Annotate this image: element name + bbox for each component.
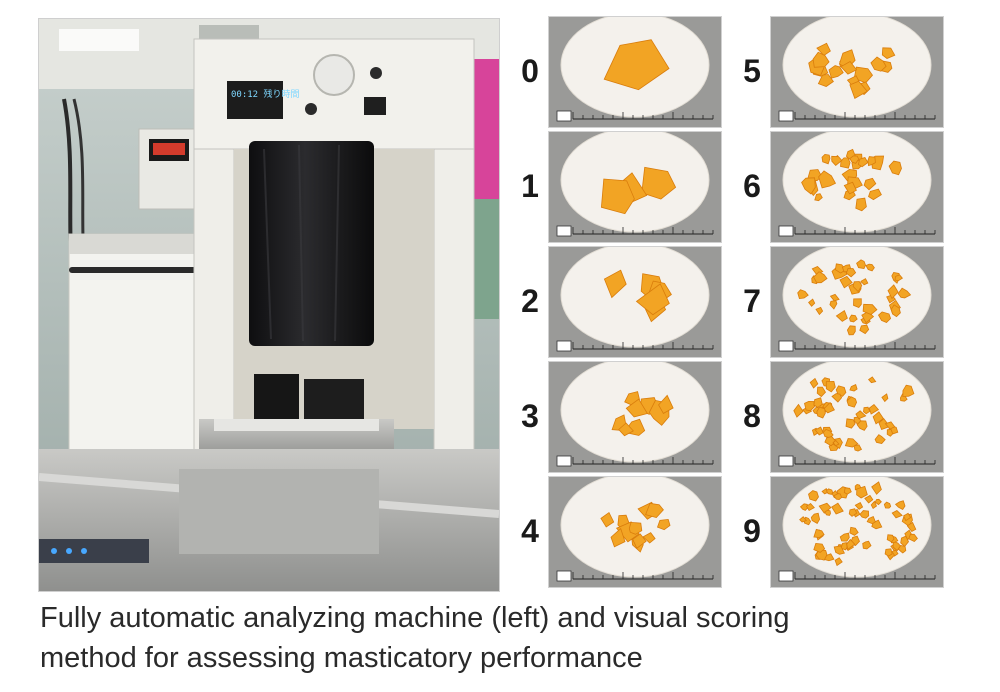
- score-label-9: 9: [743, 513, 761, 549]
- sample-photo-score-4: [548, 476, 722, 588]
- sample-photo-score-0: [548, 16, 722, 128]
- sample-photo-score-9: [770, 476, 944, 588]
- score-label-3: 3: [521, 398, 539, 434]
- score-label-1: 1: [521, 168, 539, 204]
- sample-drawing: [549, 132, 721, 242]
- sample-photo-score-5: [770, 16, 944, 128]
- score-label-2: 2: [521, 283, 539, 319]
- sample-photo-score-2: [548, 246, 722, 358]
- score-label-6: 6: [743, 168, 761, 204]
- score-label-7: 7: [743, 283, 761, 319]
- sample-drawing: [771, 17, 943, 127]
- sample-photo-score-1: [548, 131, 722, 243]
- figure-caption: Fully automatic analyzing machine (left)…: [40, 598, 960, 678]
- sample-drawing: [771, 477, 943, 587]
- caption-line-1: Fully automatic analyzing machine (left)…: [40, 602, 790, 634]
- sample-photo-score-3: [548, 361, 722, 473]
- sample-drawing: [549, 477, 721, 587]
- sample-photo-score-8: [770, 361, 944, 473]
- score-label-5: 5: [743, 53, 761, 89]
- sample-drawing: [549, 362, 721, 472]
- analyzing-machine-photo: 00:12 残り時間: [38, 18, 500, 592]
- sample-drawing: [771, 247, 943, 357]
- sample-drawing: [771, 132, 943, 242]
- caption-line-2: method for assessing masticatory perform…: [40, 642, 643, 674]
- sample-drawing: [549, 247, 721, 357]
- score-label-4: 4: [521, 513, 539, 549]
- sample-drawing: [549, 17, 721, 127]
- sample-drawing: [771, 362, 943, 472]
- sample-photo-score-7: [770, 246, 944, 358]
- score-label-0: 0: [521, 53, 539, 89]
- sample-photo-score-6: [770, 131, 944, 243]
- machine-display-text: 00:12 残り時間: [231, 88, 300, 100]
- score-label-8: 8: [743, 398, 761, 434]
